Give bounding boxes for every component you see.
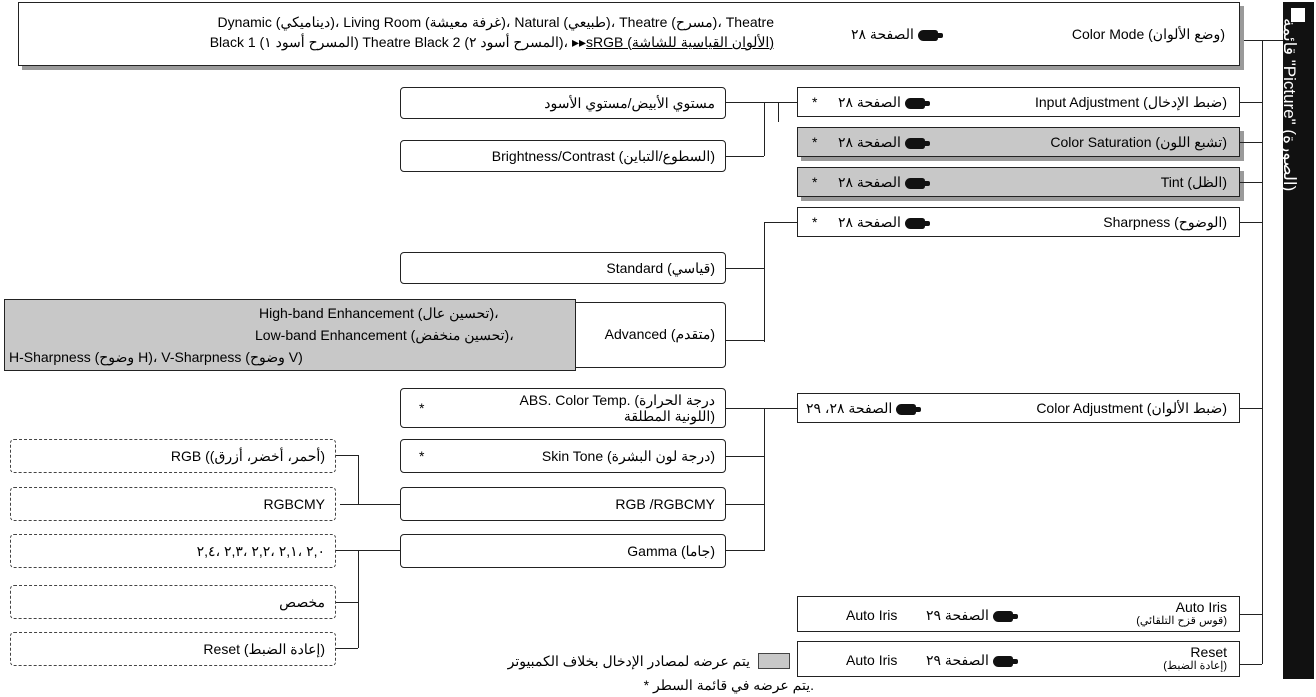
rgb-sub-box[interactable]: RGB ((أحمر، أخضر، أزرق): [10, 439, 336, 473]
color-saturation-page: الصفحة ٢٨: [838, 134, 901, 150]
brightness-contrast-label: Brightness/Contrast (السطوع/التباين): [491, 148, 715, 164]
abs-color-temp-label-2: اللونية المطلقة): [623, 408, 715, 424]
sharpness-page: الصفحة ٢٨: [838, 214, 901, 230]
gamma-reset-label: Reset (إعادة الضبط): [203, 641, 325, 657]
color-adjustment-page: الصفحة ٢٨، ٢٩: [806, 400, 893, 416]
standard-box[interactable]: Standard (قياسي): [400, 252, 726, 284]
hand-pointer-icon: [917, 29, 943, 41]
tint-label: Tint (الظل): [1160, 174, 1227, 190]
gamma-label: Gamma (جاما): [627, 543, 715, 559]
input-adjustment-label: Input Adjustment (ضبط الإدخال): [1034, 94, 1227, 110]
standard-label: Standard (قياسي): [606, 260, 715, 276]
hand-pointer-icon: [904, 137, 930, 149]
gamma-custom-box[interactable]: مخصص: [10, 585, 336, 619]
hand-pointer-icon: [904, 177, 930, 189]
hand-pointer-icon: [992, 655, 1018, 667]
star-marker: *: [419, 400, 425, 416]
sharpness-box[interactable]: Sharpness (الوضوح) الصفحة ٢٨ *: [797, 207, 1240, 237]
color-mode-options-1: Dynamic (ديناميكي)، Living Room (غرفة مع…: [217, 14, 774, 30]
color-mode-label: Color Mode (وضع الألوان): [1071, 26, 1225, 42]
advanced-detail-1: High-band Enhancement (تحسين عال)،: [259, 305, 499, 321]
color-mode-page: الصفحة ٢٨: [851, 26, 914, 42]
brightness-contrast-box[interactable]: Brightness/Contrast (السطوع/التباين): [400, 140, 726, 172]
main-spine: [1262, 40, 1263, 664]
tint-page: الصفحة ٢٨: [838, 174, 901, 190]
gamma-values-box[interactable]: ٢,٠ ،٢,١ ،٢,٢ ،٢,٣ ،٢,٤: [10, 534, 336, 568]
color-mode-box[interactable]: Color Mode (وضع الألوان) الصفحة ٢٨ Dynam…: [18, 2, 1240, 66]
auto-iris-note: Auto Iris: [846, 607, 898, 623]
reset-box[interactable]: Reset (إعادة الضبط) الصفحة ٢٩ Auto Iris: [797, 641, 1240, 677]
color-adjustment-box[interactable]: Color Adjustment (ضبط الألوان) الصفحة ٢٨…: [797, 393, 1240, 423]
auto-iris-label: Auto Iris: [1175, 599, 1227, 615]
color-adjustment-label: Color Adjustment (ضبط الألوان): [1036, 400, 1227, 416]
skin-tone-box[interactable]: Skin Tone (درجة لون البشرة) *: [400, 439, 726, 473]
white-black-level-label: مستوي الأبيض/مستوي الأسود: [544, 95, 715, 111]
advanced-detail-box: High-band Enhancement (تحسين عال)، Low-b…: [4, 299, 576, 371]
gamma-reset-box[interactable]: Reset (إعادة الضبط): [10, 632, 336, 666]
input-adjustment-page: الصفحة ٢٨: [838, 94, 901, 110]
gamma-custom-label: مخصص: [279, 594, 325, 610]
legend-star-note: * يتم عرضه في قائمة السطر.: [643, 677, 814, 693]
auto-iris-page: الصفحة ٢٩: [926, 607, 989, 623]
reset-page: الصفحة ٢٩: [926, 652, 989, 668]
advanced-detail-3: H-Sharpness (وضوح H)، V-Sharpness (وضوح …: [9, 349, 303, 365]
star-marker: *: [812, 134, 818, 150]
rgbcmy-sub-box[interactable]: RGBCMY: [10, 487, 336, 521]
star-marker: *: [812, 94, 818, 110]
menu-square-icon: [1291, 8, 1305, 22]
hand-pointer-icon: [896, 403, 922, 415]
auto-iris-label-ar: (قوس قزح التلقائي): [1136, 615, 1227, 627]
color-saturation-box[interactable]: Color Saturation (تشبع اللون) الصفحة ٢٨ …: [797, 127, 1240, 157]
sharpness-label: Sharpness (الوضوح): [1103, 214, 1227, 230]
rgb-rgbcmy-label: RGB /RGBCMY: [615, 496, 715, 512]
star-marker: *: [419, 448, 425, 464]
white-black-level-box[interactable]: مستوي الأبيض/مستوي الأسود: [400, 87, 726, 119]
color-mode-options-2b: sRGB (الألوان القياسية للشاشة): [586, 34, 774, 50]
hand-pointer-icon: [992, 610, 1018, 622]
star-marker: *: [812, 174, 818, 190]
skin-tone-label: Skin Tone (درجة لون البشرة): [541, 448, 715, 464]
menu-sidebar: [1283, 2, 1314, 679]
auto-iris-box[interactable]: Auto Iris (قوس قزح التلقائي) الصفحة ٢٩ A…: [797, 596, 1240, 632]
reset-note: Auto Iris: [846, 652, 898, 668]
reset-label-ar: (إعادة الضبط): [1163, 660, 1227, 672]
color-saturation-label: Color Saturation (تشبع اللون): [1050, 134, 1227, 150]
tint-box[interactable]: Tint (الظل) الصفحة ٢٨ *: [797, 167, 1240, 197]
advanced-label: Advanced (متقدم): [604, 326, 715, 342]
abs-color-temp-box[interactable]: ABS. Color Temp. (درجة الحرارة اللونية ا…: [400, 388, 726, 428]
star-marker: *: [812, 214, 818, 230]
rgbcmy-sub-label: RGBCMY: [263, 496, 325, 512]
input-adjustment-box[interactable]: Input Adjustment (ضبط الإدخال) الصفحة ٢٨…: [797, 87, 1240, 117]
legend-gray-note: يتم عرضه لمصادر الإدخال بخلاف الكمبيوتر: [507, 653, 750, 669]
legend-gray-swatch: [758, 653, 790, 669]
abs-color-temp-label: ABS. Color Temp. (درجة الحرارة: [519, 392, 715, 408]
advanced-detail-2: Low-band Enhancement (تحسين منخفض)،: [255, 327, 514, 343]
gamma-box[interactable]: Gamma (جاما): [400, 534, 726, 568]
hand-pointer-icon: [904, 97, 930, 109]
rgb-sub-label: RGB ((أحمر، أخضر، أزرق): [170, 448, 325, 464]
arrow-icon: ▸▸: [571, 34, 587, 50]
rgb-rgbcmy-box[interactable]: RGB /RGBCMY: [400, 487, 726, 521]
color-mode-options-2a: Black 1 (المسرح أسود ١) Theatre Black 2 …: [209, 34, 569, 50]
sidebar-title: قائمة "Picture" (الصورة): [1280, 18, 1299, 192]
gamma-values-label: ٢,٠ ،٢,١ ،٢,٢ ،٢,٣ ،٢,٤: [196, 543, 325, 559]
hand-pointer-icon: [904, 217, 930, 229]
reset-label: Reset: [1190, 644, 1227, 660]
